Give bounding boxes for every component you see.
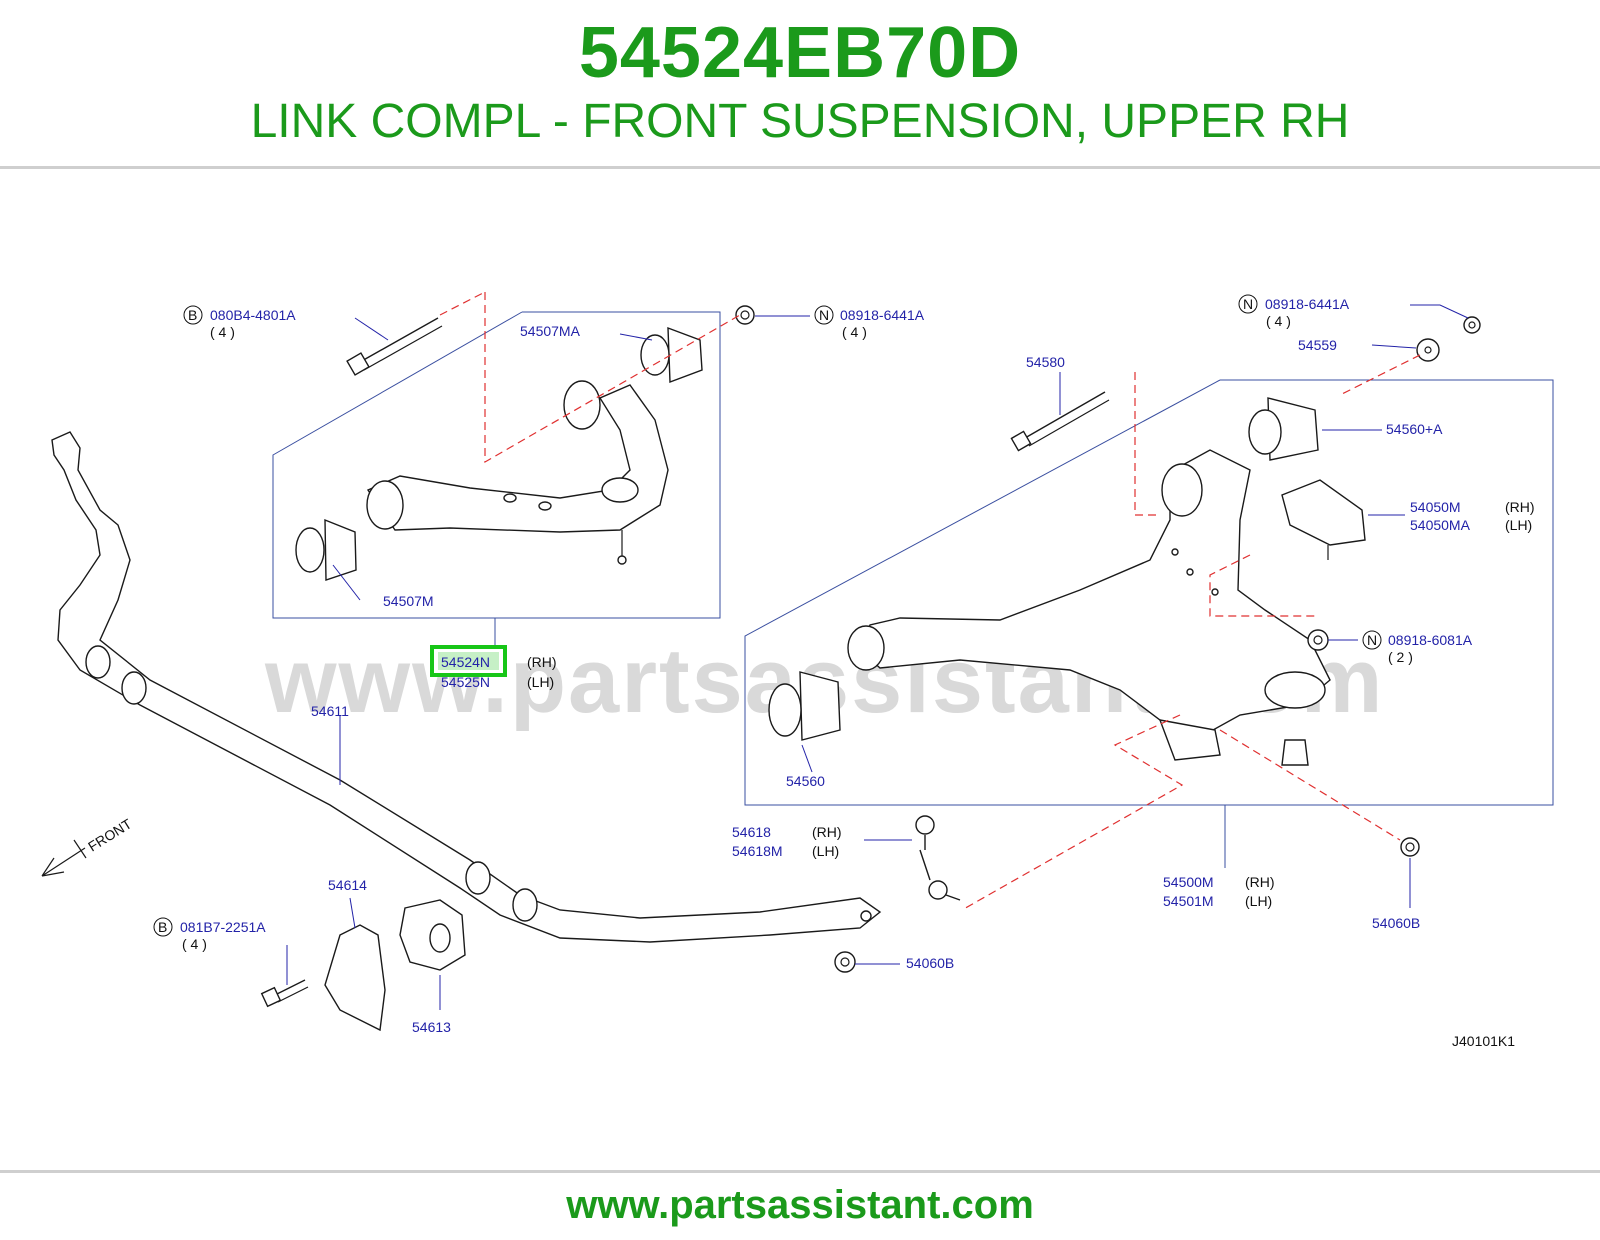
qty-08918-top: ( 4 ) xyxy=(842,324,867,340)
label-54580: 54580 xyxy=(1026,354,1065,370)
front-arrow-icon xyxy=(41,839,87,877)
nut-08918-top xyxy=(735,305,755,325)
badge-b-circle-top xyxy=(183,305,203,325)
label-54560A: 54560+A xyxy=(1386,421,1443,437)
bushing-54560 xyxy=(768,671,841,741)
label-54614: 54614 xyxy=(328,877,367,893)
label-54559: 54559 xyxy=(1298,337,1337,353)
header: 54524EB70D LINK COMPL - FRONT SUSPENSION… xyxy=(0,0,1600,168)
side-54500M: (RH) xyxy=(1245,874,1275,890)
clamp-54614 xyxy=(324,924,386,1032)
leader-54560 xyxy=(801,744,813,773)
nut-54060B-left xyxy=(834,951,856,973)
parts-diagram: www.partsassistant.com FRONT xyxy=(41,291,1554,1049)
part-number-title: 54524EB70D xyxy=(578,13,1022,93)
stabilizer-bar xyxy=(51,431,882,943)
badge-b-bottom: B xyxy=(158,919,167,935)
badge-n-circle-top xyxy=(814,305,834,325)
label-54501M[interactable]: 54501M xyxy=(1163,893,1214,909)
leader-08918-right xyxy=(1410,304,1469,319)
dashed-guide-nut-right xyxy=(1219,729,1401,841)
lower-link-frame xyxy=(744,379,1554,806)
label-54618M: 54618M xyxy=(732,843,783,859)
qty-081B7: ( 4 ) xyxy=(182,936,207,952)
label-54560: 54560 xyxy=(786,773,825,789)
upper-link-assembly xyxy=(366,380,669,565)
side-54618: (RH) xyxy=(812,824,842,840)
badge-n-mid: N xyxy=(1367,632,1377,648)
leader-54507M xyxy=(332,564,361,601)
side-54524N: (RH) xyxy=(527,654,557,670)
label-080B4-4801A: 080B4-4801A xyxy=(210,307,296,323)
bushing-54560A xyxy=(1248,397,1319,461)
label-54050M: 54050M xyxy=(1410,499,1461,515)
highlight-fill-54524N xyxy=(438,652,499,670)
dashed-guide-stopper xyxy=(1209,554,1315,617)
bushing-54507M xyxy=(295,518,357,581)
label-54500M[interactable]: 54500M xyxy=(1163,874,1214,890)
bolt-080B4 xyxy=(346,317,443,376)
badge-n-top: N xyxy=(819,307,829,323)
front-label: FRONT xyxy=(85,815,135,854)
side-54050M: (RH) xyxy=(1505,499,1535,515)
label-54611: 54611 xyxy=(311,703,349,719)
side-54525N: (LH) xyxy=(527,674,554,690)
label-54060B-right: 54060B xyxy=(1372,915,1420,931)
footer-url[interactable]: www.partsassistant.com xyxy=(566,1183,1034,1227)
diagram-code: J40101K1 xyxy=(1452,1033,1515,1049)
bolt-54580 xyxy=(1010,391,1110,452)
leader-080B4 xyxy=(354,317,389,341)
bump-stopper-54050M xyxy=(1281,479,1366,560)
qty-08918-6081A: ( 2 ) xyxy=(1388,649,1413,665)
label-54507MA: 54507MA xyxy=(520,323,581,339)
label-54050MA: 54050MA xyxy=(1410,517,1471,533)
leader-54559 xyxy=(1371,344,1417,349)
label-08918-6081A: 08918-6081A xyxy=(1388,632,1473,648)
label-54613: 54613 xyxy=(412,1019,451,1035)
nut-08918-6081A xyxy=(1307,629,1329,651)
part-description: LINK COMPL - FRONT SUSPENSION, UPPER RH xyxy=(250,95,1350,148)
label-081B7-2251A: 081B7-2251A xyxy=(180,919,266,935)
nut-54060B-right xyxy=(1400,837,1420,857)
badge-b-top: B xyxy=(188,307,197,323)
bushing-54613 xyxy=(399,899,466,971)
label-54524N[interactable]: 54524N xyxy=(441,654,490,670)
dashed-guide-rod xyxy=(961,714,1184,911)
nut-08918-right xyxy=(1463,316,1481,334)
label-54618: 54618 xyxy=(732,824,771,840)
dashed-guide-bolt xyxy=(439,291,486,316)
bolt-081B7 xyxy=(260,979,309,1008)
badge-b-circle-bottom xyxy=(153,917,173,937)
side-54618M: (LH) xyxy=(812,843,839,859)
label-54525N[interactable]: 54525N xyxy=(441,674,490,690)
label-08918-6441A-top: 08918-6441A xyxy=(840,307,925,323)
badge-n-right: N xyxy=(1243,296,1253,312)
upper-link-frame xyxy=(272,311,721,619)
footer-divider xyxy=(0,1170,1600,1173)
label-54507M: 54507M xyxy=(383,593,434,609)
qty-080B4: ( 4 ) xyxy=(210,324,235,340)
leader-54614 xyxy=(349,897,356,929)
connecting-rod xyxy=(915,815,961,901)
lower-link-assembly xyxy=(847,449,1331,766)
side-54050MA: (LH) xyxy=(1505,517,1532,533)
side-54501M: (LH) xyxy=(1245,893,1272,909)
label-54060B-left: 54060B xyxy=(906,955,954,971)
qty-08918-right: ( 4 ) xyxy=(1266,313,1291,329)
badge-n-circle-right xyxy=(1238,294,1258,314)
leader-54507MA xyxy=(619,333,653,341)
dashed-guide-upper xyxy=(484,292,741,464)
badge-n-circle-mid xyxy=(1362,630,1382,650)
dashed-guide-washer xyxy=(1339,354,1421,396)
bushing-54507MA xyxy=(640,326,703,383)
label-08918-6441A-right: 08918-6441A xyxy=(1265,296,1350,312)
dashed-guide-54580 xyxy=(1134,372,1160,516)
header-divider xyxy=(0,166,1600,169)
washer-54559 xyxy=(1416,338,1440,362)
